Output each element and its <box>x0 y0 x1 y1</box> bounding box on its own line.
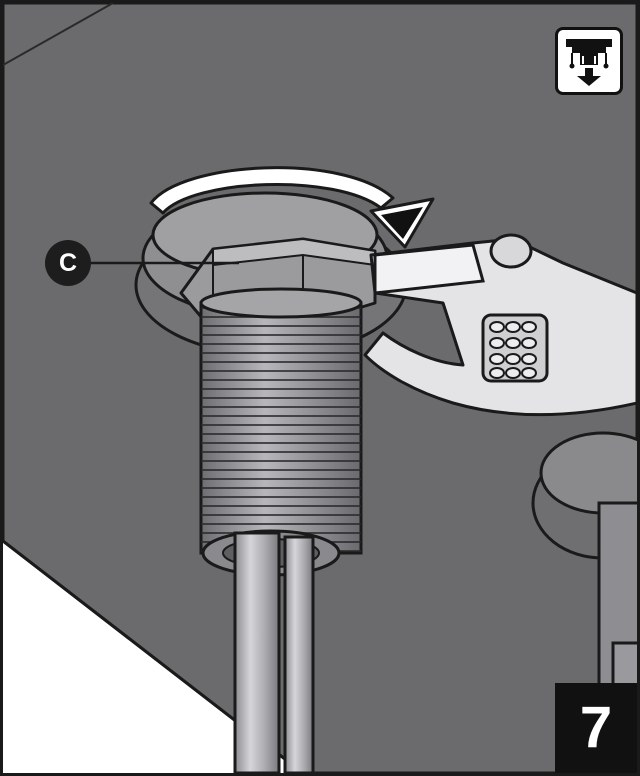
step-number-badge: 7 <box>555 683 637 773</box>
installation-scene <box>3 3 637 773</box>
under-sink-view-glyph <box>566 39 612 86</box>
adjustable-wrench <box>363 233 637 417</box>
clockwise-arrow-icon <box>149 166 435 249</box>
supply-hoses <box>233 531 315 773</box>
threaded-shank <box>199 287 363 577</box>
callout-c: C <box>45 240 91 286</box>
under-sink-view-icon <box>555 27 623 95</box>
